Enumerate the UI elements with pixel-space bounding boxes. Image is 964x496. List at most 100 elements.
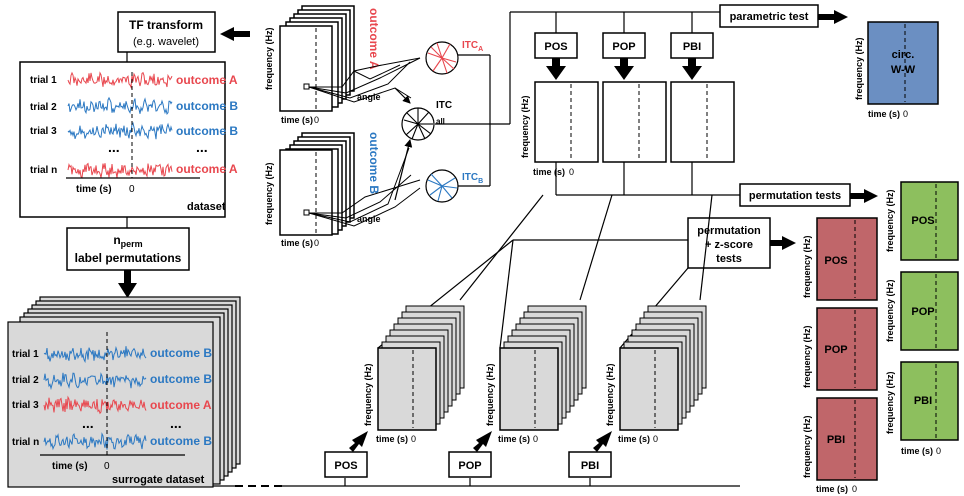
arrow-to-red-results bbox=[770, 236, 796, 250]
gray-stack-pbi-zero: 0 bbox=[653, 434, 658, 444]
itc-b-subscript: B bbox=[478, 178, 483, 185]
gray-stack-pos-freq-label: frequency (Hz) bbox=[363, 363, 373, 426]
svg-text:ITCB: ITCB bbox=[462, 172, 483, 185]
green-pos-freq-label: frequency (Hz) bbox=[885, 189, 895, 252]
green-time-label: time (s) bbox=[901, 446, 933, 456]
measure-pop-top: POP bbox=[602, 12, 646, 80]
measure-pos-bottom-label: POS bbox=[334, 460, 357, 472]
parametric-test-label: parametric test bbox=[730, 11, 809, 23]
arrow-to-green-results bbox=[850, 189, 878, 203]
measure-pos-top-label: POS bbox=[544, 41, 567, 53]
gray-stack-pbi: frequency (Hz)time (s)0 bbox=[605, 305, 707, 444]
measure-map-pos-top bbox=[534, 81, 599, 163]
tf-map-a-outcome-label: outcome A bbox=[367, 8, 381, 70]
arrow-to-circ-ww bbox=[818, 10, 848, 24]
itc-b-label: ITC bbox=[462, 172, 478, 183]
red-result-pbi: PBI frequency (Hz) time (s) 0 bbox=[802, 397, 878, 494]
svg-text:ITCA: ITCA bbox=[462, 40, 483, 53]
surrogate-ellipsis-outcomes: ... bbox=[170, 415, 182, 431]
dataset-trace-trial-2 bbox=[67, 96, 173, 115]
surrogate-trial-2-label: trial 2 bbox=[12, 375, 39, 386]
itc-a-subscript: A bbox=[478, 46, 483, 53]
green-result-pop-label: POP bbox=[911, 306, 934, 318]
tf-pixel-marker-a bbox=[303, 83, 310, 90]
surrogate-trial-1-outcome: outcome B bbox=[150, 346, 212, 360]
circ-ww-result: circ. W-W frequency (Hz) time (s) 0 bbox=[854, 21, 939, 119]
tf-map-a-freq-label: frequency (Hz) bbox=[264, 27, 274, 90]
perm-z-line1: permutation bbox=[697, 225, 761, 237]
surrogate-ellipsis-trials: ... bbox=[82, 415, 94, 431]
gray-stack-pbi-time-label: time (s) bbox=[618, 434, 650, 444]
tf-map-b-outcome-label: outcome B bbox=[367, 132, 381, 194]
measure-pos-bottom: POS bbox=[324, 431, 368, 486]
gray-stack-pos: frequency (Hz)time (s)0 bbox=[363, 305, 465, 444]
surrogate-caption: surrogate dataset bbox=[112, 474, 205, 486]
green-zero: 0 bbox=[936, 446, 941, 456]
gray-stack-pos-time-label: time (s) bbox=[376, 434, 408, 444]
permutation-tests-box: permutation tests bbox=[739, 183, 851, 207]
permutations-n-subscript: perm bbox=[121, 239, 143, 249]
green-result-pbi-label: PBI bbox=[914, 395, 932, 407]
green-result-pos: POS frequency (Hz) bbox=[885, 181, 959, 261]
perm-z-line3: tests bbox=[716, 253, 742, 265]
measure-pbi-top-label: PBI bbox=[683, 41, 701, 53]
perm-zscore-tests-box: permutation + z-score tests bbox=[687, 217, 771, 269]
dataset-trace-trial-1 bbox=[67, 71, 173, 89]
red-result-pop-label: POP bbox=[824, 344, 847, 356]
itc-a-label: ITC bbox=[462, 40, 478, 51]
red-zero: 0 bbox=[852, 484, 857, 494]
circ-ww-time-label: time (s) bbox=[868, 109, 900, 119]
tf-transform-title: TF transform bbox=[129, 18, 203, 32]
circ-ww-line2: W-W bbox=[891, 64, 916, 76]
permutations-caption: label permutations bbox=[75, 251, 182, 265]
red-result-pos: POS frequency (Hz) bbox=[802, 217, 878, 301]
dataset-trace-trial-3 bbox=[67, 122, 173, 140]
surrogate-trial-1-label: trial 1 bbox=[12, 349, 39, 360]
measure-pos-top: POS bbox=[534, 12, 578, 80]
red-pbi-freq-label: frequency (Hz) bbox=[802, 415, 812, 478]
surrogate-time-axis-label: time (s) bbox=[52, 461, 88, 472]
permutation-tests-label: permutation tests bbox=[749, 190, 841, 202]
green-pbi-freq-label: frequency (Hz) bbox=[885, 371, 895, 434]
surrogate-trial-n-outcome: outcome B bbox=[150, 434, 212, 448]
circ-ww-freq-label: frequency (Hz) bbox=[854, 37, 864, 100]
dataset-trial-2-label: trial 2 bbox=[30, 102, 57, 113]
tf-pixel-marker-b bbox=[303, 209, 310, 216]
dataset-trial-3-outcome: outcome B bbox=[176, 124, 238, 138]
tf-map-a-time-label: time (s) bbox=[281, 115, 313, 125]
measure-pop-bottom-label: POP bbox=[458, 460, 481, 472]
tf-transform-subtitle: (e.g. wavelet) bbox=[133, 36, 199, 48]
svg-text:nperm: nperm bbox=[113, 233, 142, 249]
surrogate-trace-trial-n bbox=[43, 432, 147, 451]
itc-b-polar: ITCB bbox=[425, 169, 483, 203]
dataset-trial-n-label: trial n bbox=[30, 165, 57, 176]
red-result-pop: POP frequency (Hz) bbox=[802, 307, 878, 391]
measure-pbi-bottom-label: PBI bbox=[581, 460, 599, 472]
green-result-pos-label: POS bbox=[911, 215, 934, 227]
permutations-n: n bbox=[113, 233, 120, 247]
green-result-pop: POP frequency (Hz) bbox=[885, 271, 959, 351]
arrow-to-surrogate bbox=[118, 270, 137, 298]
gray-stack-pbi-freq-label: frequency (Hz) bbox=[605, 363, 615, 426]
gray-stack-pop-zero: 0 bbox=[533, 434, 538, 444]
dataset-trace-trial-n bbox=[67, 162, 173, 179]
red-pop-freq-label: frequency (Hz) bbox=[802, 325, 812, 388]
tf-map-b-freq-label: frequency (Hz) bbox=[264, 162, 274, 225]
green-result-pbi: PBI frequency (Hz) time (s) 0 bbox=[885, 361, 959, 456]
circ-ww-zero: 0 bbox=[903, 109, 908, 119]
itc-a-polar: ITCA bbox=[425, 40, 483, 75]
measure-map-pop-top bbox=[602, 81, 667, 163]
itc-all-polar: ITC all bbox=[401, 100, 452, 141]
gray-stack-pop: frequency (Hz)time (s)0 bbox=[485, 305, 587, 444]
surrogate-trace-trial-3 bbox=[43, 395, 147, 415]
measure-pop-top-label: POP bbox=[612, 41, 635, 53]
angle-fan-a: angle bbox=[308, 57, 421, 103]
green-pop-freq-label: frequency (Hz) bbox=[885, 279, 895, 342]
measure-pbi-bottom: PBI bbox=[568, 431, 612, 486]
angle-label-a: angle bbox=[357, 92, 381, 102]
tf-map-b-zero: 0 bbox=[314, 238, 319, 248]
surrogate-trial-3-label: trial 3 bbox=[12, 400, 39, 411]
measure-map-pbi-top bbox=[670, 81, 735, 163]
svg-text:ITC: ITC bbox=[436, 100, 452, 111]
